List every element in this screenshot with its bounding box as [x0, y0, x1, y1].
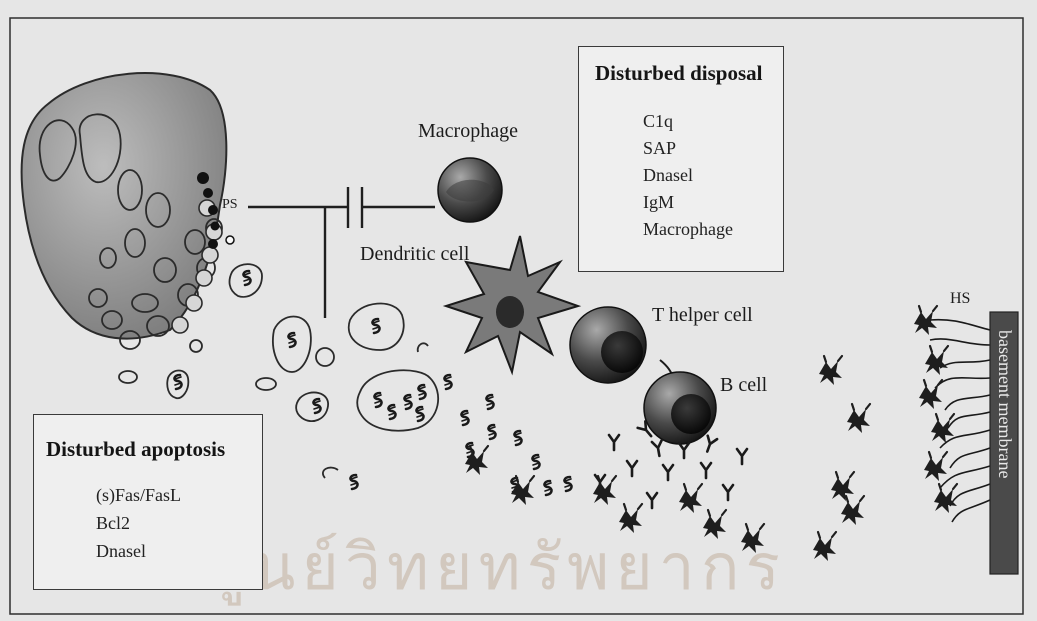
dendritic-cell-label: Dendritic cell — [360, 243, 469, 266]
disturbed-disposal-title: Disturbed disposal — [595, 61, 762, 86]
apoptosis-item: Dnasel — [96, 541, 146, 562]
disturbed-disposal-box: Disturbed disposal C1q SAP Dnasel IgM Ma… — [578, 46, 784, 272]
macrophage-label: Macrophage — [418, 120, 518, 143]
disposal-item: IgM — [643, 192, 674, 213]
t-helper-cell-label: T helper cell — [652, 304, 753, 327]
disturbed-apoptosis-box: Disturbed apoptosis (s)Fas/FasL Bcl2 Dna… — [33, 414, 263, 590]
heparan-sulfate-chains — [930, 320, 990, 522]
watermark-text: ศูนย์วิทยทรัพยากร — [205, 516, 786, 618]
bound-complexes — [914, 306, 957, 513]
apoptosis-item: Bcl2 — [96, 513, 130, 534]
disturbed-apoptosis-title: Disturbed apoptosis — [46, 437, 225, 462]
hs-label: HS — [950, 290, 970, 308]
ps-label: PS — [222, 197, 238, 213]
apoptotic-cell — [22, 73, 234, 349]
macrophage-cell — [438, 158, 502, 222]
antibodies — [595, 435, 747, 508]
disposal-item: SAP — [643, 138, 676, 159]
disposal-item: Dnasel — [643, 165, 693, 186]
b-cell — [638, 372, 717, 458]
basement-membrane-label: basement membrane — [994, 330, 1015, 478]
apoptosis-item: (s)Fas/FasL — [96, 485, 181, 506]
disposal-item: Macrophage — [643, 219, 733, 240]
b-cell-label: B cell — [720, 374, 767, 397]
disposal-item: C1q — [643, 111, 673, 132]
